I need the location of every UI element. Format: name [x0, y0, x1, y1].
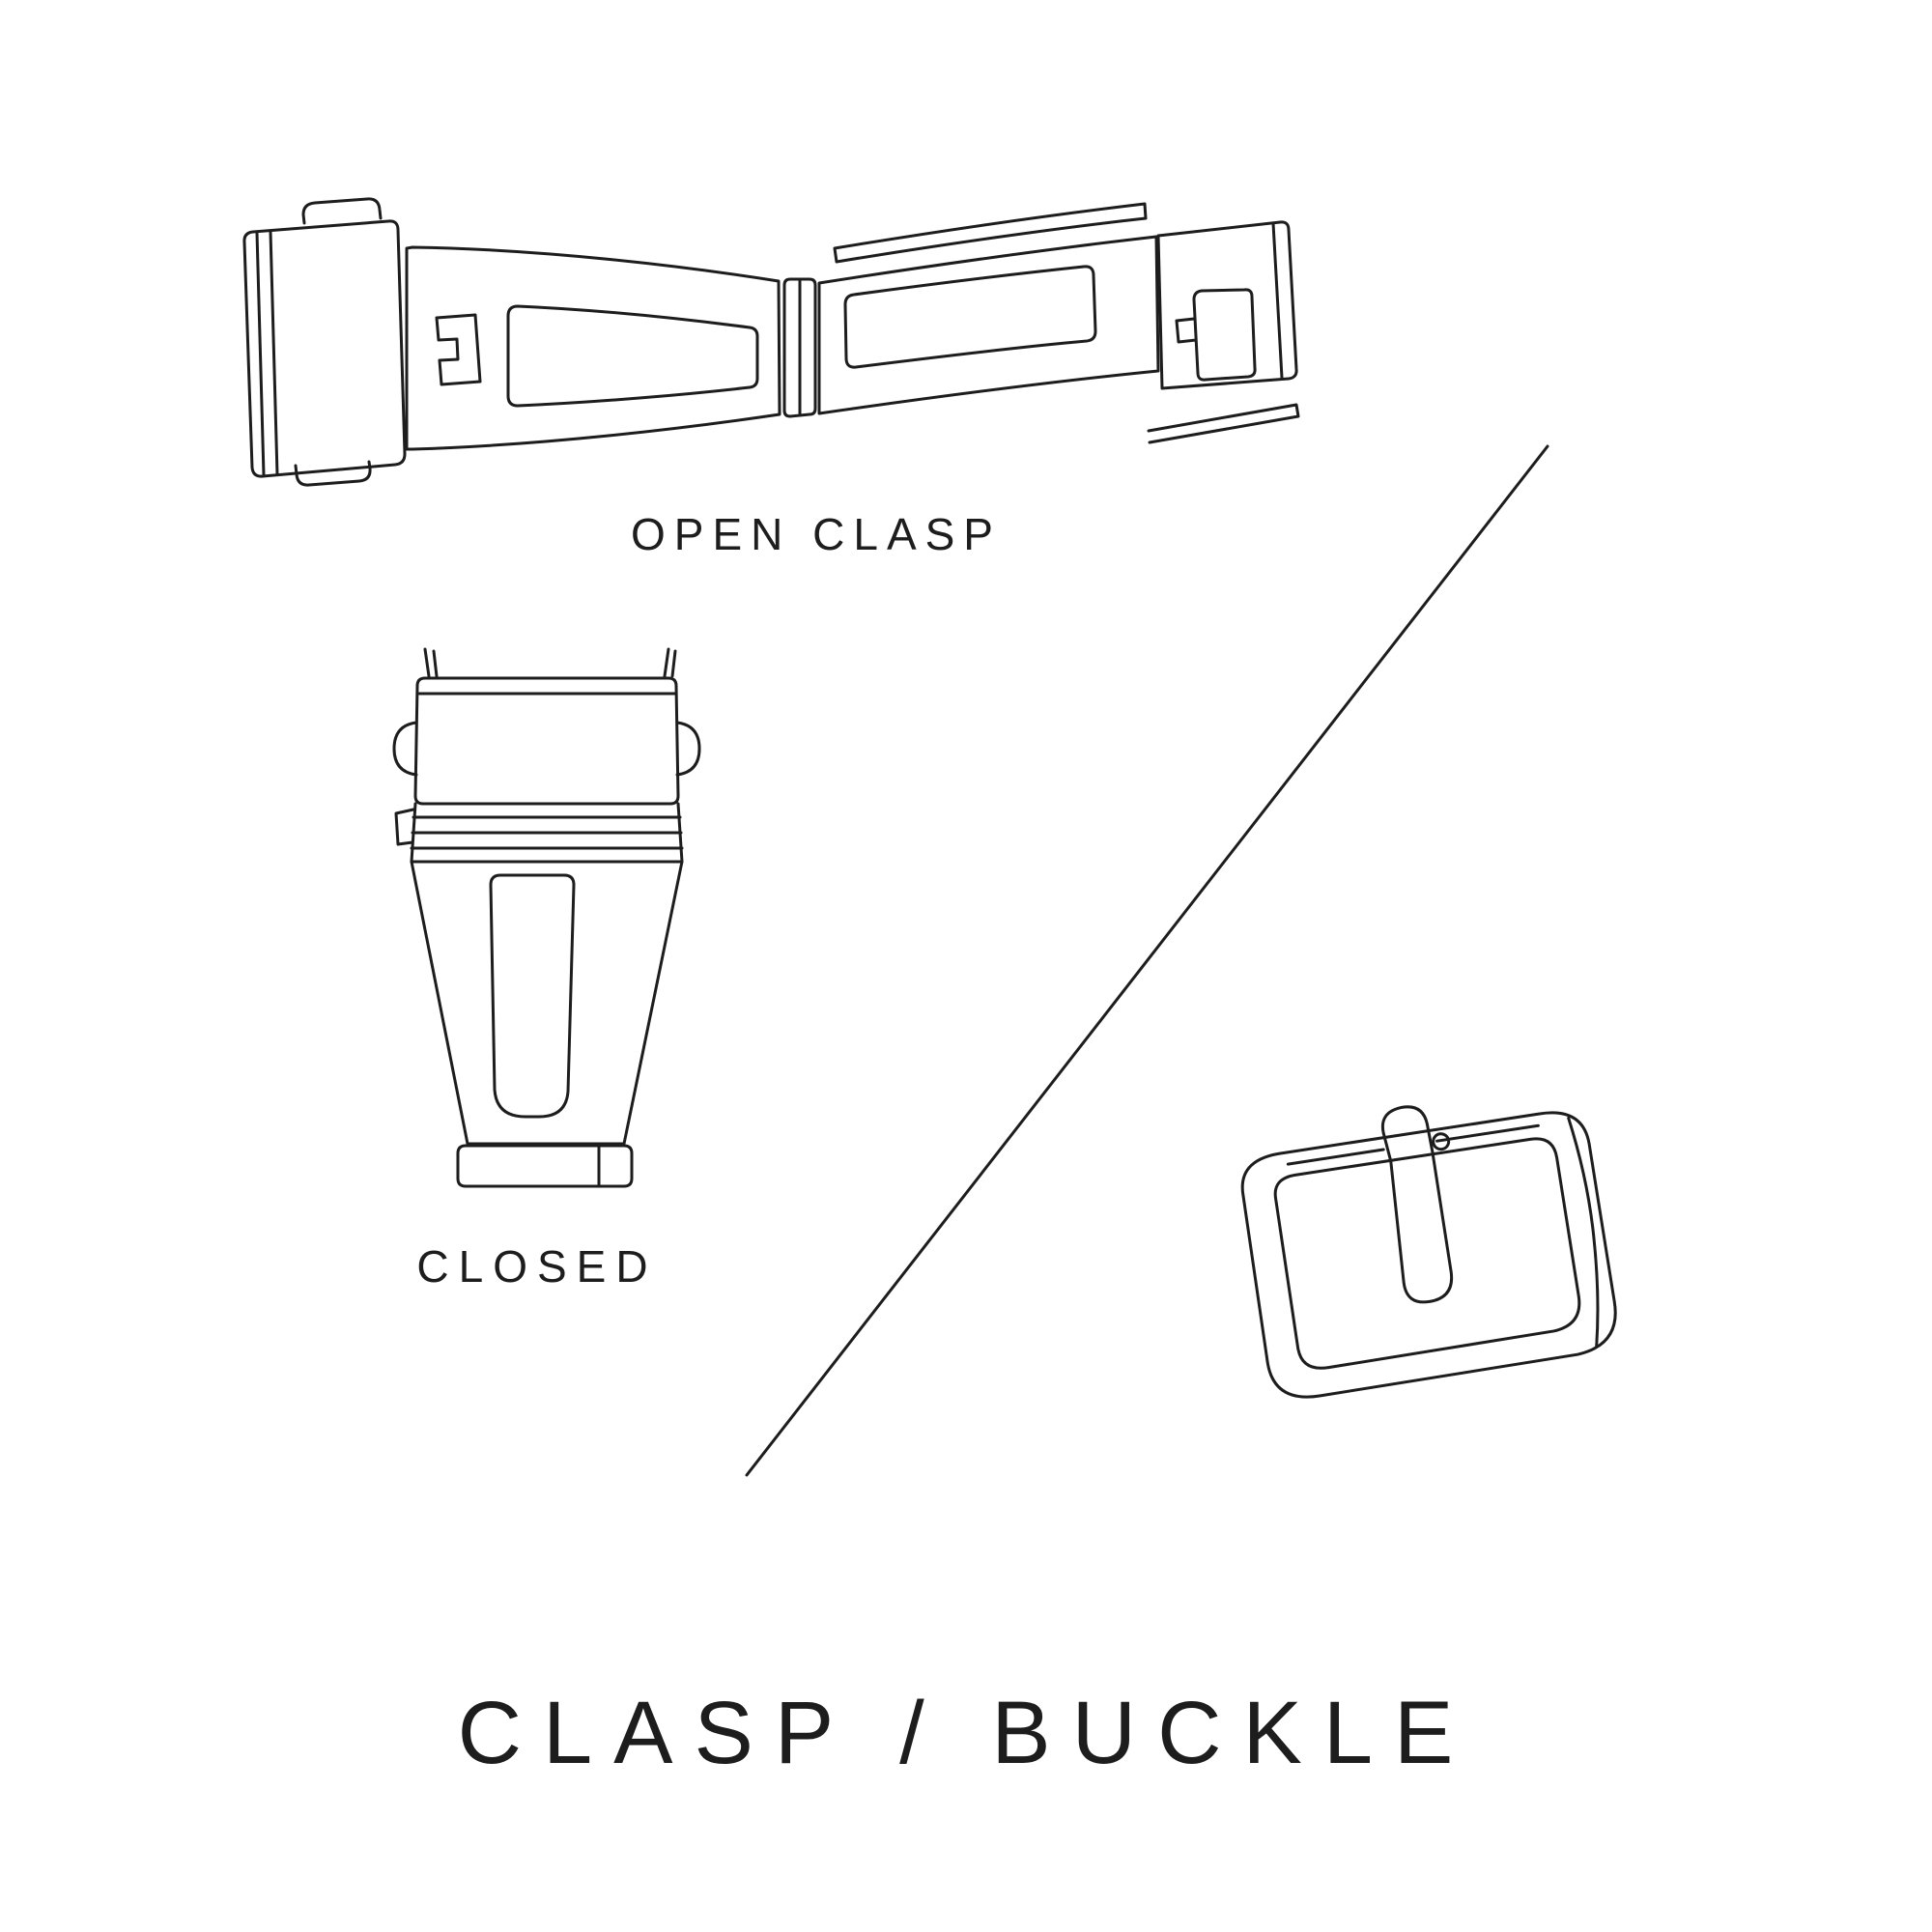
closed-clasp-bottom-bar: [456, 1144, 634, 1188]
closed-clasp-left-tab: [394, 808, 415, 846]
open-clasp-hinge: [782, 277, 817, 418]
buckle-tongue: [1380, 1105, 1454, 1304]
closed-clasp-body: [410, 860, 684, 1146]
open-clasp-label: OPEN CLASP: [631, 509, 1002, 559]
closed-clasp-head: [413, 676, 680, 806]
closed-clasp-body-panel: [489, 873, 576, 1119]
open-clasp-left-end-bottom-tab: [294, 460, 372, 487]
open-clasp-illustration: [242, 197, 1300, 487]
open-clasp-right-end-edge: [1271, 221, 1284, 380]
buckle-frame-outer: [1240, 1111, 1617, 1399]
buckle-frame-inner: [1273, 1137, 1581, 1370]
open-clasp-right-arm: [817, 235, 1160, 415]
open-clasp-left-end: [242, 219, 407, 478]
closed-clasp-illustration: [392, 647, 701, 1188]
open-clasp-bottom-strip: [1147, 403, 1300, 444]
diagonal-divider-line: [745, 444, 1549, 1477]
open-clasp-right-arm-panel: [843, 265, 1097, 369]
open-clasp-left-end-top-tab: [301, 197, 383, 225]
closed-clasp-label: CLOSED: [416, 1241, 658, 1292]
buckle-illustration: [1240, 1105, 1617, 1399]
open-clasp-top-blade: [833, 202, 1148, 264]
closed-clasp-right-ear: [675, 721, 701, 777]
closed-clasp-left-ear: [392, 721, 418, 777]
closed-clasp-bands: [410, 802, 684, 864]
closed-clasp-prongs: [423, 647, 677, 678]
page-title: CLASP / BUCKLE: [457, 1684, 1475, 1782]
open-clasp-keeper: [1175, 288, 1257, 382]
open-clasp-hook: [435, 313, 482, 386]
buckle-pin: [1286, 1123, 1540, 1166]
open-clasp-left-arm: [405, 245, 781, 451]
open-clasp-left-arm-panel: [506, 304, 759, 408]
open-clasp-left-end-edge: [255, 230, 279, 477]
buckle-right-roll: [1567, 1116, 1600, 1349]
open-clasp-right-end: [1156, 220, 1298, 390]
buckle-pin-loop: [1432, 1132, 1451, 1151]
